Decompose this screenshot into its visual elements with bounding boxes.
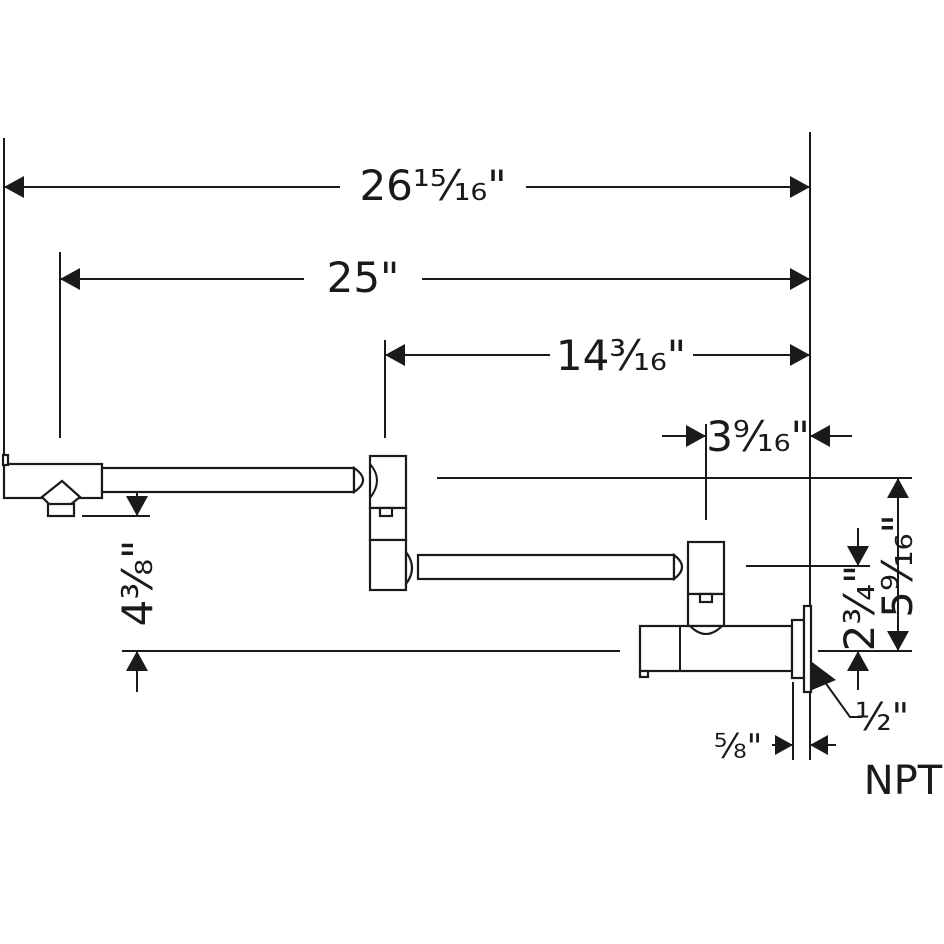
wall-plate	[802, 604, 813, 694]
label-flange-depth: ⅝"	[714, 727, 763, 767]
arrow-reach-spout-left	[60, 268, 80, 290]
leader-line-inlet	[821, 677, 862, 718]
arrow-spout-height-top	[126, 496, 148, 516]
lower-joint-collar	[672, 552, 684, 582]
spout-aerator	[46, 502, 76, 518]
lower-joint-block	[686, 540, 726, 596]
arrow-joint-offset-right	[810, 425, 830, 447]
arrow-reach-spout-right	[790, 268, 810, 290]
label-height-joint: 2³⁄₄"	[835, 565, 884, 652]
arrow-joint-offset-left	[686, 425, 706, 447]
arrow-height-joint-bottom	[847, 651, 869, 671]
arrow-spout-height-bottom	[126, 651, 148, 671]
upper-joint-block	[368, 454, 408, 510]
label-reach-spout: 25"	[327, 253, 400, 302]
arrow-reach-joint-right	[790, 344, 810, 366]
upper-joint-collar	[352, 465, 365, 495]
upper-joint-stem-slot	[378, 506, 394, 518]
arrow-overall-width-left	[4, 176, 24, 198]
arrow-overall-width-right	[790, 176, 810, 198]
middle-joint-collar	[404, 548, 414, 588]
label-inlet-thread: NPT	[864, 758, 943, 804]
label-overall-width: 26¹⁵⁄₁₆"	[359, 161, 506, 210]
wall-mount-drain-stub	[638, 669, 650, 679]
lower-joint-stem-slot	[698, 592, 714, 604]
arrow-height-joint-top	[847, 546, 869, 566]
label-inlet-size: ½"	[855, 695, 909, 739]
label-reach-joint: 14³⁄₁₆"	[556, 331, 686, 380]
lower-arm-tube	[416, 553, 676, 581]
middle-joint-block	[368, 538, 408, 592]
wall-mount-curve	[689, 625, 723, 635]
arrow-height-total-top	[887, 478, 909, 498]
label-height-total: 5⁹⁄₁₆"	[873, 514, 922, 618]
arrow-flange-right	[810, 735, 828, 755]
arrow-reach-joint-left	[385, 344, 405, 366]
arrow-inlet	[812, 662, 836, 690]
wall-mount-body	[638, 624, 794, 673]
spout-tip-stub	[1, 453, 10, 467]
upper-joint-curve	[369, 463, 378, 499]
label-spout-height: 4³⁄₈"	[113, 540, 162, 627]
arrow-flange-left	[775, 735, 793, 755]
wall-flange	[790, 618, 806, 680]
label-joint-offset: 3⁹⁄₁₆"	[706, 412, 810, 461]
upper-arm-tube	[100, 466, 356, 494]
arrow-height-total-bottom	[887, 631, 909, 651]
